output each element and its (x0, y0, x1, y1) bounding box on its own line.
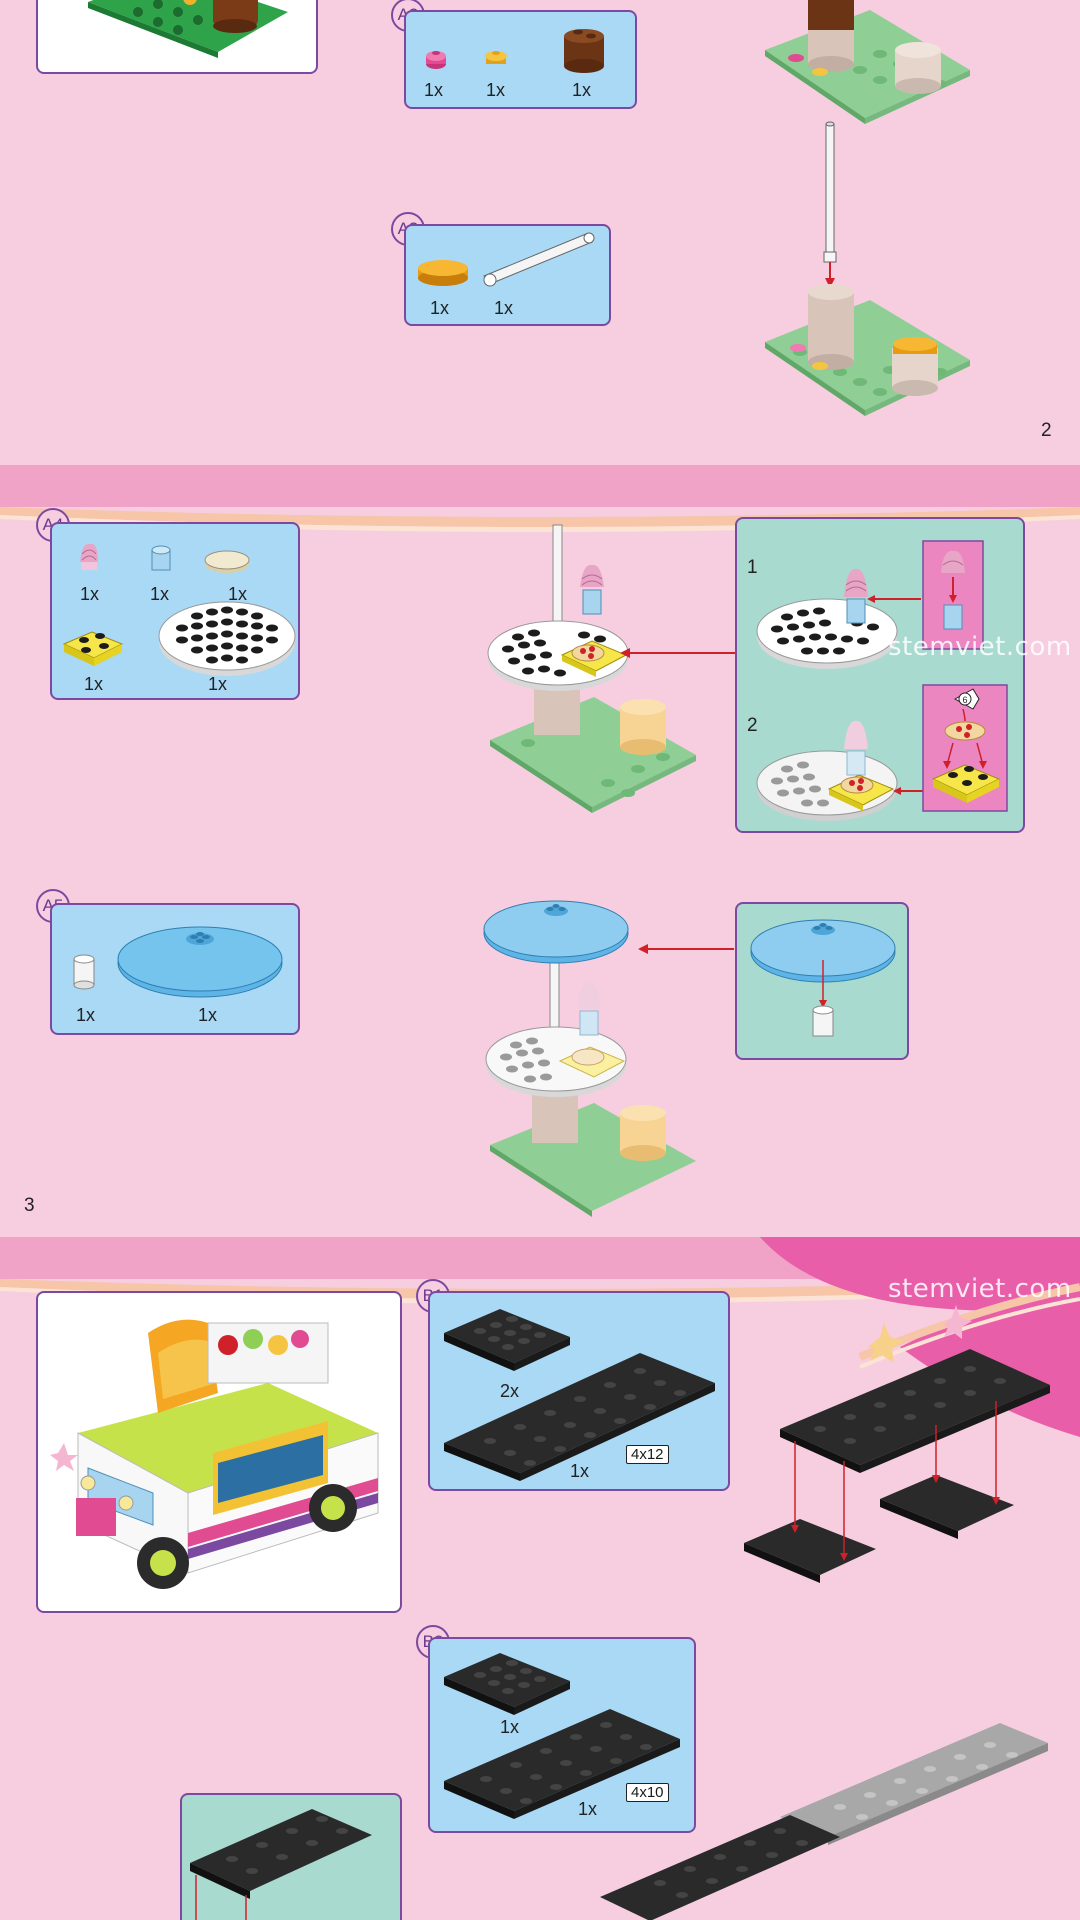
parts-a3-icons (418, 232, 595, 287)
part-qty: 1x (198, 1005, 218, 1025)
page-number: 2 (1041, 420, 1052, 441)
part-qty: 1x (500, 1717, 520, 1737)
ice-cream-icon (80, 543, 98, 570)
white-round-brick-icon (73, 954, 95, 990)
orange-round-tile-icon (418, 260, 468, 286)
part-qty: 1x (228, 584, 248, 604)
parts-a4-icons (62, 543, 296, 676)
subassembly-b-drawing (190, 1809, 372, 1920)
food-truck-model (50, 1319, 379, 1589)
finished-model-image (36, 1291, 402, 1613)
assembly-a4-model (487, 524, 696, 813)
black-plate-2x4-icon (444, 1653, 570, 1715)
view-rotation-badge: 6 (962, 695, 967, 705)
parts-box-b2: 1x 1x 4x10 (428, 1637, 696, 1833)
part-qty: 1x (208, 674, 228, 694)
instruction-page-4: B1 2x 1x 4x12 stemviet.com (0, 1237, 1080, 1920)
instruction-page-2: A2 1x 1x 1x A3 1x 1x (0, 0, 1080, 465)
insert-arrow (620, 648, 736, 658)
part-qty: 1x (150, 584, 170, 604)
previous-step-model (88, 0, 288, 58)
transparent-blue-round-brick-icon (151, 545, 171, 571)
tan-round-tile-icon (204, 550, 250, 573)
assembly-a3-model (765, 121, 970, 416)
parts-b1-icons (444, 1309, 715, 1481)
parts-a2-icons (426, 29, 604, 73)
insert-arrow (638, 944, 734, 954)
white-bar-vertical (823, 121, 837, 263)
part-qty: 1x (80, 584, 100, 604)
parts-a5-icons (73, 926, 283, 998)
subassembly-a5-drawing (750, 919, 896, 1037)
substep-number: 1 (747, 557, 758, 578)
substep-number: 2 (747, 715, 758, 736)
yellow-flower-plate-icon (485, 51, 507, 64)
subassembly-a4-drawing: 6 (756, 540, 1008, 821)
parts-b2-icons (444, 1653, 680, 1819)
part-qty: 2x (500, 1381, 520, 1401)
previous-step-image (36, 0, 318, 74)
transparent-blue-dish-icon (117, 926, 283, 998)
assembly-a5-model (483, 900, 696, 1217)
black-plate-4x12-icon (444, 1353, 715, 1481)
white-bar-icon (483, 232, 595, 287)
part-qty: 1x (494, 298, 514, 318)
black-plate-4x4-icon (444, 1309, 570, 1371)
parts-box-a5: 1x 1x (50, 903, 300, 1035)
part-qty: 1x (486, 80, 506, 100)
black-plate-4x10-icon (444, 1709, 680, 1819)
brown-round-brick-icon (564, 29, 604, 73)
instruction-page-3: A4 1x 1x 1x 1x 1x (0, 465, 1080, 1237)
part-qty: 1x (430, 298, 450, 318)
parts-box-b1: 2x 1x 4x12 (428, 1291, 730, 1491)
part-qty: 1x (578, 1799, 598, 1819)
part-size-label: 4x12 (626, 1445, 669, 1464)
part-qty: 1x (84, 674, 104, 694)
watermark: stemviet.com (888, 1274, 1072, 1304)
parts-box-a3: 1x 1x (404, 224, 611, 326)
subassembly-box-a5 (735, 902, 909, 1060)
assembly-b1-model (744, 1349, 1050, 1583)
assembly-b2-model (600, 1723, 1048, 1920)
part-qty: 1x (572, 80, 592, 100)
parts-box-a4: 1x 1x 1x 1x 1x (50, 522, 300, 700)
watermark: stemviet.com (888, 632, 1072, 662)
subassembly-box-a4: 1 2 (735, 517, 1025, 833)
pink-round-plate-icon (426, 51, 446, 69)
part-qty: 1x (76, 1005, 96, 1025)
page-number: 3 (24, 1195, 35, 1216)
parts-box-a2: 1x 1x 1x (404, 10, 637, 109)
white-round-plate-icon (158, 601, 296, 676)
assembly-a2-model (765, 0, 970, 124)
part-size-label: 4x10 (626, 1783, 669, 1802)
subassembly-box-b (180, 1793, 402, 1920)
part-qty: 1x (570, 1461, 590, 1481)
yellow-plate-2x2-icon (62, 631, 124, 666)
part-qty: 1x (424, 80, 444, 100)
